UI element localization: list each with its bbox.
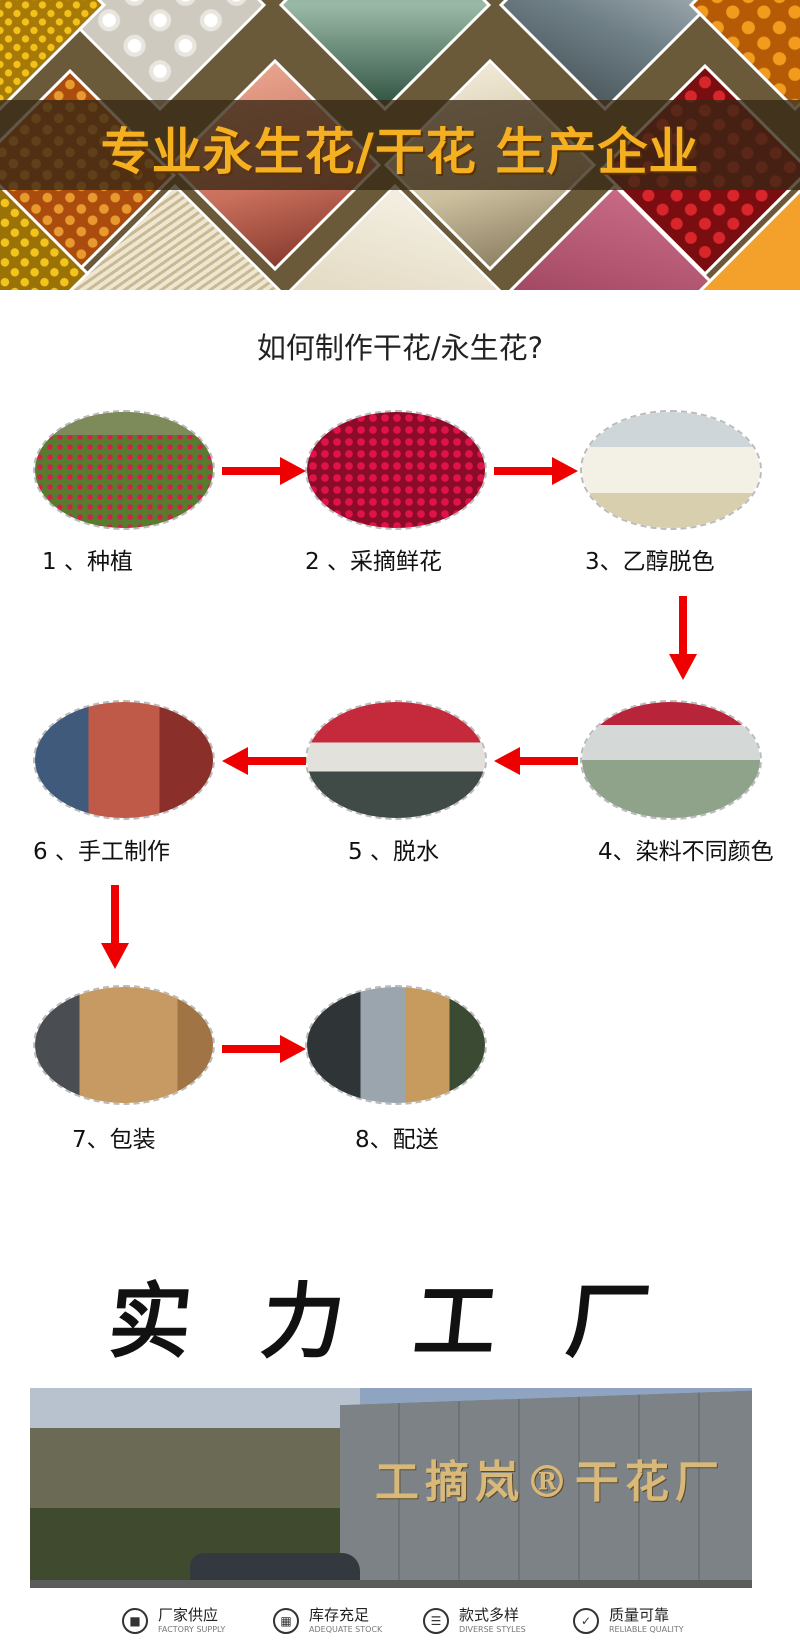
arrow-right-2-3 — [494, 457, 578, 485]
feature-reliable-quality: ✓ 质量可靠 RELIABLE QUALITY — [573, 1596, 684, 1646]
step-3-photo — [580, 410, 762, 530]
step-7-photo — [33, 985, 215, 1105]
shield-icon: ✓ — [573, 1608, 599, 1634]
step-1-photo — [33, 410, 215, 530]
feature-title: 厂家供应 — [158, 1606, 219, 1624]
factory-title: 实 力 工 厂 — [104, 1255, 657, 1374]
layers-icon: ☰ — [423, 1608, 449, 1634]
arrow-right-7-8 — [222, 1035, 306, 1063]
step-5-photo — [305, 700, 487, 820]
step-1-label: 1 、种植 — [42, 549, 133, 575]
feature-subtitle: RELIABLE QUALITY — [609, 1625, 684, 1634]
step-7-label: 7、包装 — [72, 1127, 156, 1153]
feature-title: 质量可靠 — [609, 1606, 670, 1624]
feature-title: 库存充足 — [309, 1606, 370, 1624]
factory-car — [190, 1553, 360, 1585]
factory-title-char-1: 实 — [104, 1274, 197, 1370]
factory-title-char-4: 厂 — [562, 1274, 655, 1370]
arrow-right-1-2 — [222, 457, 306, 485]
banner-title: 专业永生花/干花 生产企业 — [100, 123, 700, 181]
arrow-left-5-6 — [222, 747, 306, 775]
step-4-label: 4、染料不同颜色 — [598, 839, 774, 865]
feature-bar: ■ 厂家供应 FACTORY SUPPLY ▦ 库存充足 ADEQUATE ST… — [0, 1596, 800, 1646]
step-4-photo — [580, 700, 762, 820]
step-2-label: 2 、采摘鲜花 — [305, 549, 442, 575]
feature-diverse-styles: ☰ 款式多样 DIVERSE STYLES — [423, 1596, 526, 1646]
stock-icon: ▦ — [273, 1608, 299, 1634]
factory-title-char-2: 力 — [256, 1274, 349, 1370]
factory-icon: ■ — [122, 1608, 148, 1634]
step-6-photo — [33, 700, 215, 820]
factory-title-char-3: 工 — [409, 1274, 502, 1370]
step-3-label: 3、乙醇脱色 — [585, 549, 715, 575]
feature-factory-supply: ■ 厂家供应 FACTORY SUPPLY — [122, 1596, 225, 1646]
feature-adequate-stock: ▦ 库存充足 ADEQUATE STOCK — [273, 1596, 382, 1646]
banner-title-band — [0, 100, 800, 190]
step-5-label: 5 、脱水 — [348, 839, 439, 865]
step-8-photo — [305, 985, 487, 1105]
step-6-label: 6 、手工制作 — [33, 839, 170, 865]
factory-photo: 工摘岚®干花厂 — [30, 1388, 752, 1588]
arrow-left-4-5 — [494, 747, 578, 775]
factory-sign: 工摘岚®干花厂 — [375, 1457, 725, 1508]
feature-subtitle: DIVERSE STYLES — [459, 1625, 526, 1634]
factory-ground — [30, 1580, 752, 1588]
feature-subtitle: ADEQUATE STOCK — [309, 1625, 383, 1634]
feature-subtitle: FACTORY SUPPLY — [158, 1625, 226, 1634]
arrow-down-3-4 — [669, 596, 697, 680]
hero-banner: 专业永生花/干花 生产企业 — [0, 0, 800, 290]
step-2-photo — [305, 410, 487, 530]
step-8-label: 8、配送 — [355, 1127, 439, 1153]
feature-title: 款式多样 — [459, 1606, 520, 1624]
arrow-down-6-7 — [101, 885, 129, 969]
process-title: 如何制作干花/永生花? — [256, 331, 544, 365]
